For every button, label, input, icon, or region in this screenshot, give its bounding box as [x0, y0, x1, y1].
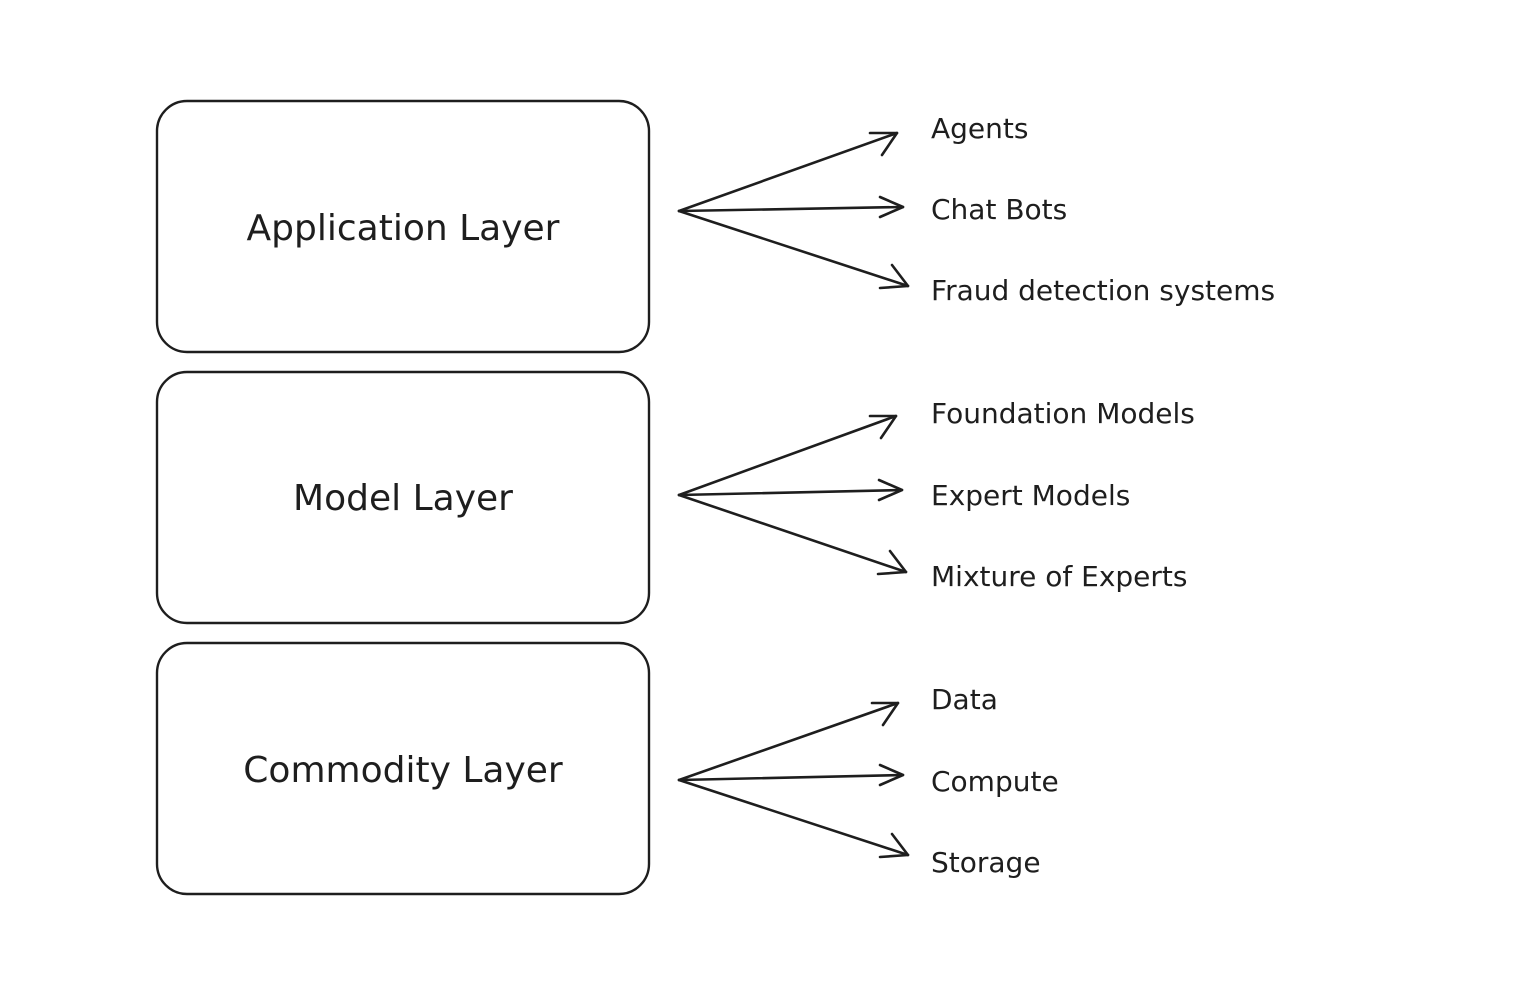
item-label-compute: Compute [931, 765, 1059, 798]
layer-group-model: Model Layer Foundation Models Expert Mod… [155, 370, 1195, 625]
arrow-application-0 [677, 131, 899, 213]
arrow-commodity-1 [677, 763, 905, 787]
item-label-storage: Storage [931, 846, 1041, 879]
layer-box-commodity[interactable] [155, 641, 651, 896]
layer-label-application: Application Layer [247, 208, 560, 249]
layer-label-model: Model Layer [293, 478, 513, 519]
arrow-application-1 [677, 195, 905, 219]
arrow-model-0 [677, 414, 898, 497]
arrow-commodity-0 [677, 701, 900, 782]
arrow-model-2 [677, 493, 908, 576]
arrow-application-2 [677, 209, 910, 290]
item-label-mixture-of-experts: Mixture of Experts [931, 560, 1187, 593]
item-label-foundation-models: Foundation Models [931, 397, 1195, 430]
layer-group-commodity: Commodity Layer Data Compute Storage [155, 641, 1059, 896]
arrow-model-1 [677, 478, 904, 502]
item-label-agents: Agents [931, 112, 1028, 145]
layer-label-commodity: Commodity Layer [243, 750, 563, 791]
arrow-commodity-2 [677, 778, 910, 859]
layer-box-model[interactable] [155, 370, 651, 625]
item-label-chat-bots: Chat Bots [931, 193, 1067, 226]
layer-group-application: Application Layer Agents Chat Bots Fraud… [155, 99, 1275, 354]
item-label-expert-models: Expert Models [931, 479, 1130, 512]
item-label-fraud-detection-systems: Fraud detection systems [931, 274, 1275, 307]
item-label-data: Data [931, 683, 998, 716]
layer-box-application[interactable] [155, 99, 651, 354]
